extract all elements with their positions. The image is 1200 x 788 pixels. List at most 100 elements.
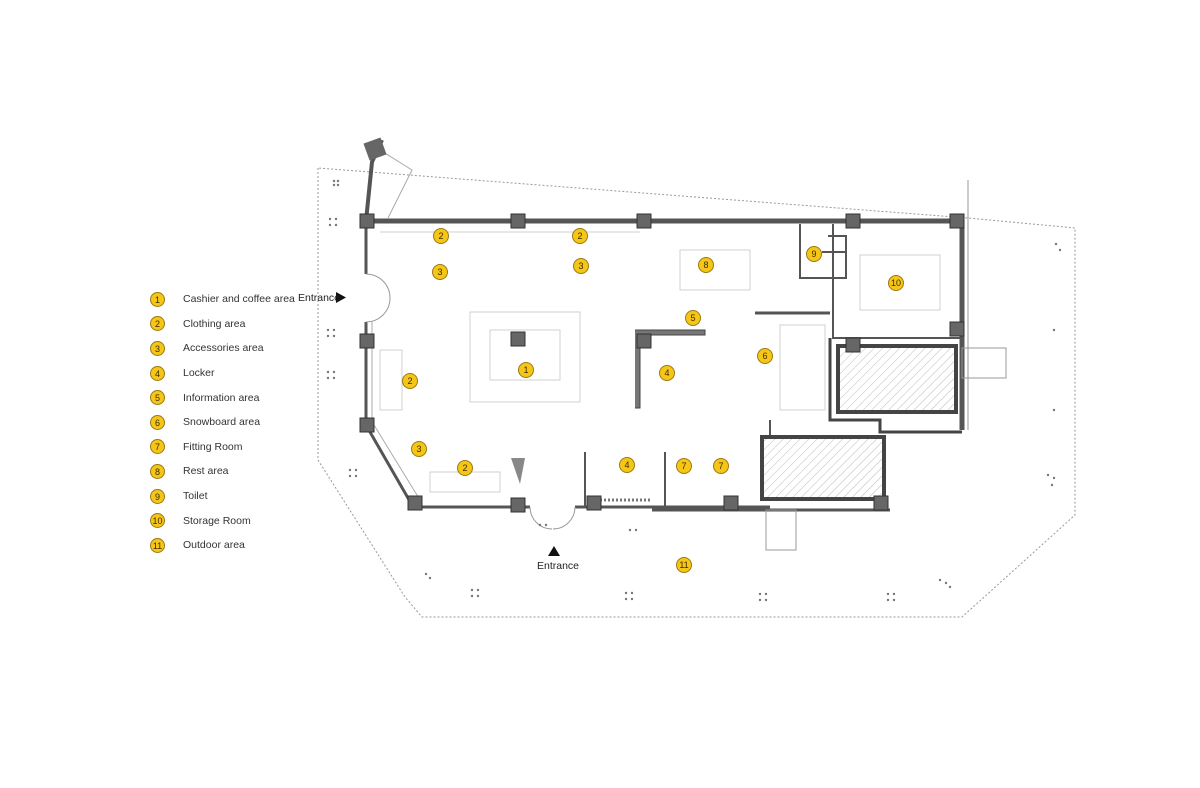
exterior-stair — [961, 347, 1007, 379]
storage-room-wall — [832, 224, 962, 339]
legend-label: Outdoor area — [183, 539, 245, 552]
zone-marker-number: 4 — [664, 368, 669, 378]
zone-marker: 3 — [411, 441, 427, 457]
zone-marker-number: 3 — [578, 261, 583, 271]
west-entrance-arrow — [336, 292, 346, 303]
zone-marker-badge — [757, 348, 773, 364]
legend-number-badge: 8 — [150, 463, 165, 479]
zone-marker-badge — [457, 460, 473, 476]
legend-number-badge: 11 — [150, 537, 165, 553]
west-door-swing-2 — [365, 297, 391, 323]
legend-label: Fitting Room — [183, 440, 243, 453]
legend-number-badge: 2 — [150, 316, 165, 332]
legend-item: 10 Storage Room — [150, 508, 295, 533]
zone-marker-number: 10 — [891, 278, 901, 288]
legend-number-badge: 7 — [150, 439, 165, 455]
column — [359, 417, 375, 433]
zone-marker: 3 — [432, 264, 448, 280]
service-block-north-outer — [828, 338, 962, 434]
zone-marker: 3 — [573, 258, 589, 274]
zone-marker: 7 — [713, 458, 729, 474]
southwest-glazing — [373, 424, 421, 501]
zone-marker: 2 — [572, 228, 588, 244]
zone-marker-number: 2 — [407, 376, 412, 386]
zone-marker-number: 8 — [703, 260, 708, 270]
legend-label: Clothing area — [183, 317, 246, 330]
legend-label: Rest area — [183, 465, 229, 478]
legend-item: 8 Rest area — [150, 459, 295, 484]
storage-shelf — [859, 254, 941, 311]
legend-label: Locker — [183, 367, 215, 380]
zone-marker-badge — [572, 228, 588, 244]
zone-marker-number: 2 — [438, 231, 443, 241]
zone-marker-badge — [433, 228, 449, 244]
legend-number-badge: 10 — [150, 513, 165, 529]
zone-marker-number: 4 — [624, 460, 629, 470]
legend-number-badge: 4 — [150, 365, 165, 381]
column — [407, 495, 423, 511]
zone-marker-badge — [676, 458, 692, 474]
zone-marker: 10 — [888, 275, 904, 291]
exterior-stair-south — [765, 509, 797, 551]
column — [873, 495, 889, 511]
zone-marker-badge — [888, 275, 904, 291]
zone-marker-badge — [432, 264, 448, 280]
zone-marker: 4 — [659, 365, 675, 381]
zone-marker-number: 2 — [462, 463, 467, 473]
legend-item: 4 Locker — [150, 361, 295, 386]
south-door-swing — [529, 506, 553, 530]
legend-item: 11 Outdoor area — [150, 533, 295, 558]
zone-marker-number: 5 — [690, 313, 695, 323]
zone-marker: 9 — [806, 246, 822, 262]
column — [586, 495, 602, 511]
southwest-wall — [364, 424, 414, 506]
legend-number-badge: 5 — [150, 390, 165, 406]
zone-marker-badge — [619, 457, 635, 473]
south-door-swing-2 — [552, 506, 576, 530]
column — [510, 497, 526, 513]
column — [949, 321, 965, 337]
column — [363, 137, 387, 161]
south-entrance-label: Entrance — [537, 560, 579, 572]
column — [359, 213, 375, 229]
zone-marker: 8 — [698, 257, 714, 273]
legend-item: 7 Fitting Room — [150, 435, 295, 460]
zone-marker-badge — [518, 362, 534, 378]
zone-marker: 7 — [676, 458, 692, 474]
zone-marker-badge — [806, 246, 822, 262]
column — [845, 337, 861, 353]
zone-marker-number: 7 — [681, 461, 686, 471]
information-counter — [635, 329, 706, 409]
zone-marker-number: 3 — [416, 444, 421, 454]
zone-marker-badge — [698, 257, 714, 273]
zone-marker-badge — [402, 373, 418, 389]
zone-markers: 1 2 2 2 2 3 3 3 5 4 4 6 7 7 8 9 10 11 — [402, 228, 904, 573]
zone-marker: 11 — [676, 557, 692, 573]
coffee-table — [489, 329, 561, 381]
zone-marker: 5 — [685, 310, 701, 326]
zone-marker: 1 — [518, 362, 534, 378]
zone-marker-badge — [411, 441, 427, 457]
zone-marker-number: 1 — [523, 365, 528, 375]
column — [723, 495, 739, 511]
legend-label: Storage Room — [183, 514, 251, 527]
column — [636, 333, 652, 349]
zone-marker: 2 — [402, 373, 418, 389]
zone-marker-number: 6 — [762, 351, 767, 361]
column — [845, 213, 861, 229]
zone-marker-number: 11 — [679, 560, 688, 570]
legend-label: Cashier and coffee area — [183, 293, 295, 306]
west-entrance-label: Entrance — [298, 292, 340, 304]
column — [636, 213, 652, 229]
zone-marker: 2 — [433, 228, 449, 244]
zone-marker-badge — [676, 557, 692, 573]
column — [949, 213, 965, 229]
legend-number-badge: 6 — [150, 414, 165, 430]
zone-marker-number: 7 — [718, 461, 723, 471]
service-block-south — [760, 435, 886, 501]
